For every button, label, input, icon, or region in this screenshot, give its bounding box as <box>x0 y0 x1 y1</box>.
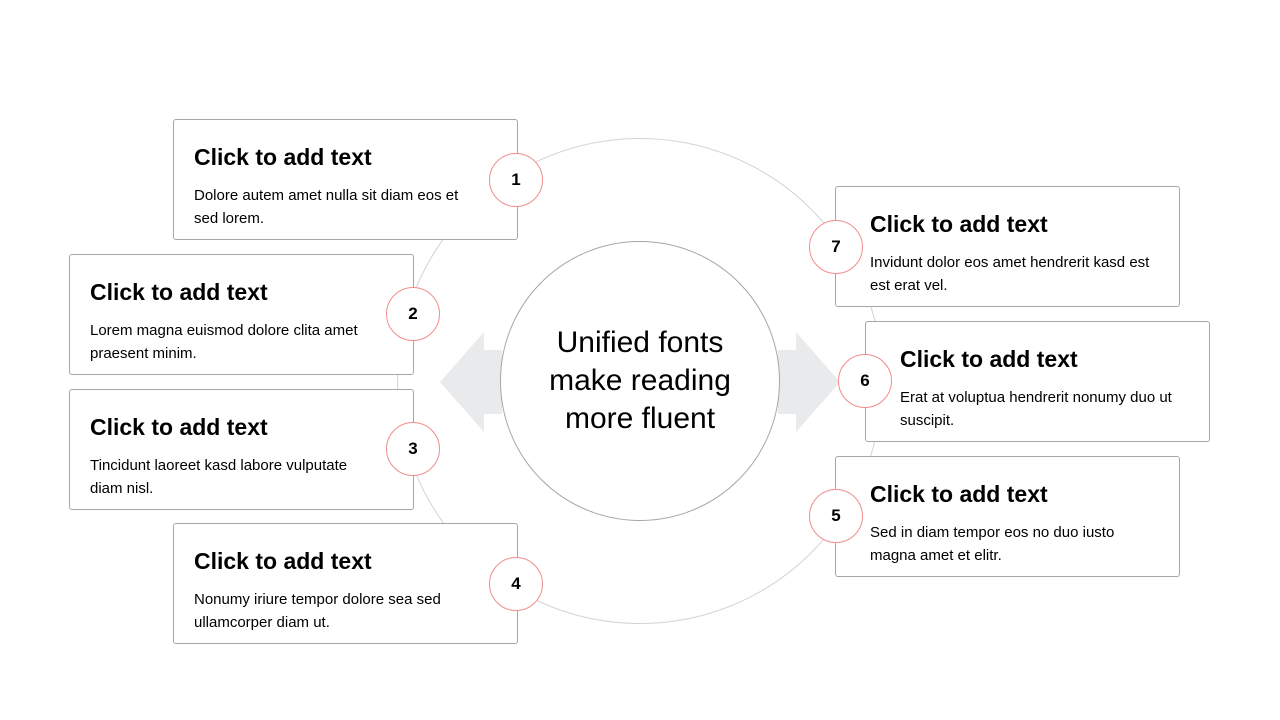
box-body: Sed in diam tempor eos no duo iusto magn… <box>870 524 1115 564</box>
box-title: Click to add text <box>194 548 372 574</box>
number-badge-6: 6 <box>838 354 892 408</box>
center-circle: Unified fonts make reading more fluent <box>500 241 780 521</box>
box-title: Click to add text <box>90 414 268 440</box>
number-badge-7: 7 <box>809 220 863 274</box>
left-arrow-icon <box>440 332 502 432</box>
box-body: Dolore autem amet nulla sit diam eos et … <box>194 187 459 227</box>
number-badge-1: 1 <box>489 153 543 207</box>
number-badge-5: 5 <box>809 489 863 543</box>
box-body: Tincidunt laoreet kasd labore vulputate … <box>90 457 348 497</box>
box-title: Click to add text <box>870 481 1048 507</box>
box-body: Erat at voluptua hendrerit nonumy duo ut… <box>900 389 1172 429</box>
box-title: Click to add text <box>900 346 1078 372</box>
center-text: Unified fonts make reading more fluent <box>549 326 731 435</box>
number-badge-4: 4 <box>489 557 543 611</box>
box-body: Nonumy iriure tempor dolore sea sed ulla… <box>194 591 441 631</box>
box-title: Click to add text <box>870 211 1048 237</box>
number-badge-2: 2 <box>386 287 440 341</box>
number-badge-3: 3 <box>386 422 440 476</box>
box-body: Lorem magna euismod dolore clita amet pr… <box>90 322 358 362</box>
box-title: Click to add text <box>194 144 372 170</box>
right-arrow-icon <box>778 332 840 432</box>
box-title: Click to add text <box>90 279 268 305</box>
box-body: Invidunt dolor eos amet hendrerit kasd e… <box>870 254 1150 294</box>
